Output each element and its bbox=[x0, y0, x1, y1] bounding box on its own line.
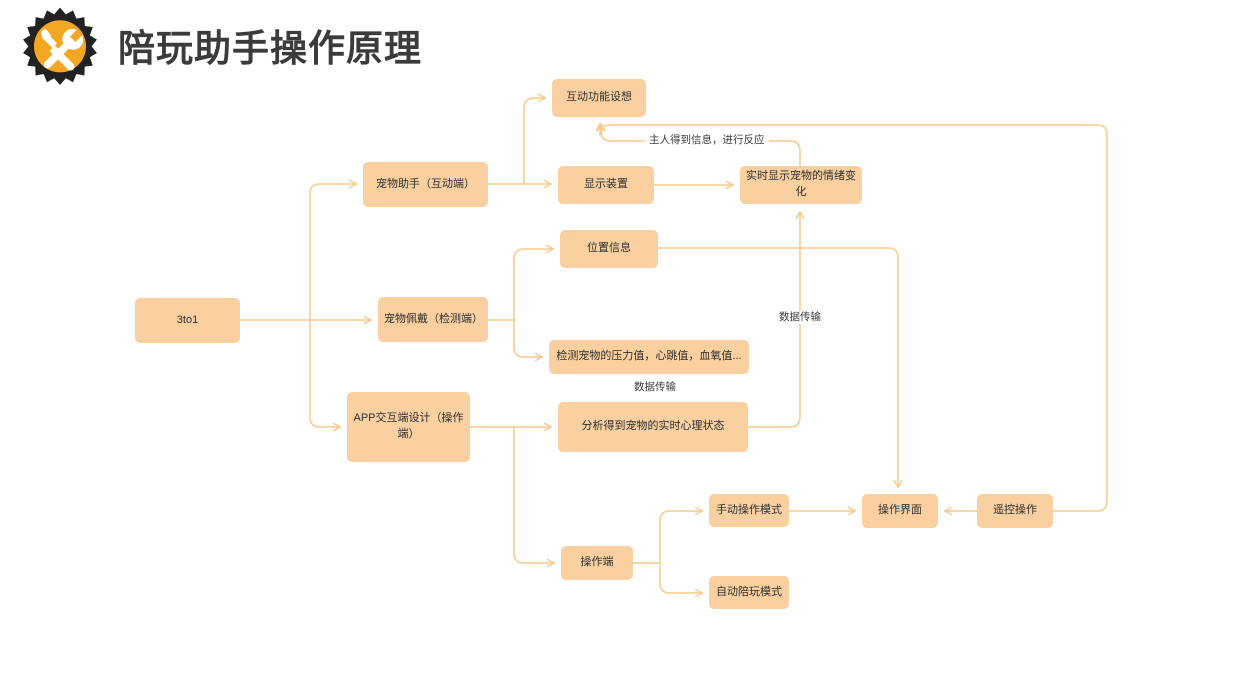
edge-appdesign-to-operator bbox=[513, 426, 555, 568]
gear-tools-icon bbox=[23, 7, 97, 85]
node-root[interactable]: 3to1 bbox=[135, 298, 240, 343]
node-psychological-analysis[interactable]: 分析得到宠物的实时心理状态 bbox=[558, 402, 748, 452]
node-remote-control[interactable]: 遥控操作 bbox=[977, 494, 1053, 528]
edge-wearable-to-location bbox=[513, 244, 554, 321]
node-pet-wearable[interactable]: 宠物佩戴（检测端） bbox=[378, 297, 488, 342]
node-auto-play-mode[interactable]: 自动陪玩模式 bbox=[709, 576, 789, 609]
node-operation-ui[interactable]: 操作界面 bbox=[862, 494, 938, 528]
page-title: 陪玩助手操作原理 bbox=[118, 27, 422, 69]
node-pet-assistant[interactable]: 宠物助手（互动端） bbox=[363, 162, 488, 207]
edge-assistant-to-interact bbox=[523, 93, 546, 185]
node-vitals-detection[interactable]: 检测宠物的压力值，心跳值，血氧值... bbox=[549, 340, 749, 374]
node-app-interaction-design[interactable]: APP交互端设计（操作端） bbox=[347, 392, 470, 462]
edge-root-to-appdesign bbox=[309, 319, 341, 432]
node-operator-terminal[interactable]: 操作端 bbox=[561, 546, 633, 580]
node-manual-mode[interactable]: 手动操作模式 bbox=[709, 494, 789, 527]
edge-label-owner-feedback: 主人得到信息，进行反应 bbox=[645, 134, 769, 147]
slide-header: 陪玩助手操作原理 bbox=[0, 0, 1245, 96]
edge-operator-to-auto bbox=[659, 562, 703, 598]
edge-wearable-to-vitals bbox=[513, 319, 543, 362]
node-realtime-emotion-display[interactable]: 实时显示宠物的情绪变化 bbox=[740, 166, 862, 204]
edge-operator-to-manual bbox=[659, 506, 703, 564]
node-display-device[interactable]: 显示装置 bbox=[558, 166, 654, 204]
node-interactive-function-concept[interactable]: 互动功能设想 bbox=[552, 79, 646, 117]
node-location-info[interactable]: 位置信息 bbox=[560, 230, 658, 268]
edge-root-to-assistant bbox=[309, 179, 357, 321]
edge-label-data-transfer-2: 数据传输 bbox=[630, 381, 680, 394]
edge-label-data-transfer-1: 数据传输 bbox=[775, 311, 825, 324]
